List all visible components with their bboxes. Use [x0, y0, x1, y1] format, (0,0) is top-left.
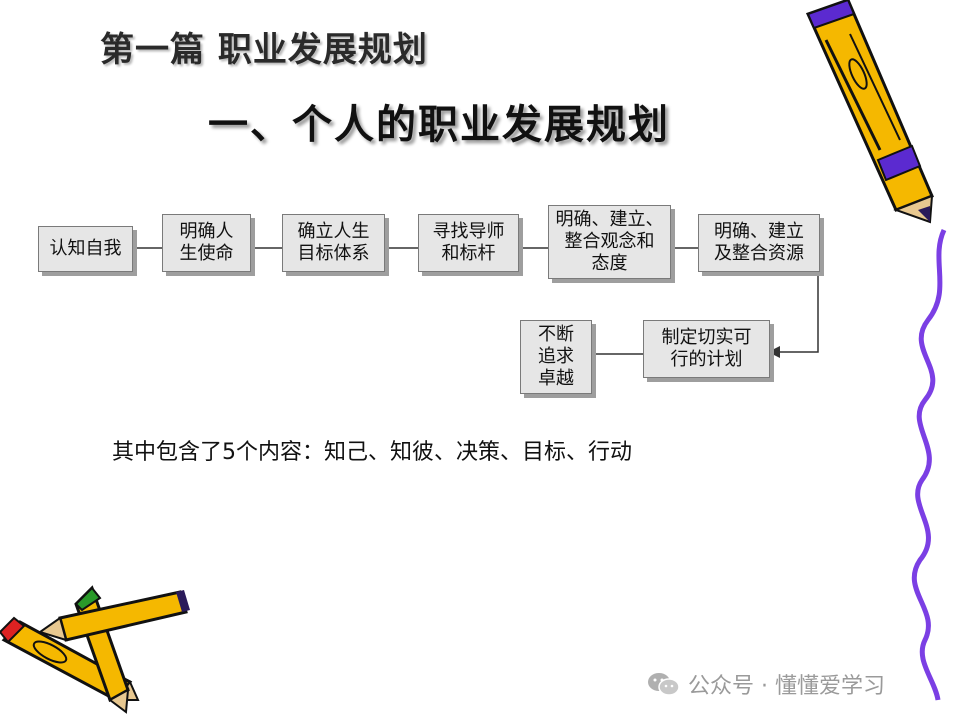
- flow-step: 制定切实可 行的计划: [643, 320, 770, 378]
- summary-text: 其中包含了5个内容：知己、知彼、决策、目标、行动: [112, 440, 632, 465]
- flow-connectors: [131, 247, 819, 355]
- main-title: 一、个人的职业发展规划: [208, 102, 670, 148]
- flow-step: 确立人生 目标体系: [282, 214, 385, 272]
- wechat-icon: [648, 673, 680, 696]
- wavy-line: [911, 228, 947, 701]
- flow-step: 明确人 生使命: [162, 214, 251, 272]
- flow-step: 认知自我: [38, 226, 133, 272]
- flow-step: 明确、建立、 整合观念和 态度: [548, 205, 671, 279]
- section-title: 第一篇 职业发展规划: [100, 30, 428, 70]
- watermark: 公众号 · 懂懂爱学习: [646, 668, 885, 700]
- pencil-icon: [805, 0, 934, 224]
- flow-step: 明确、建立 及整合资源: [698, 214, 820, 272]
- arrow-head: [768, 346, 780, 358]
- flow-step: 寻找导师 和标杆: [418, 214, 519, 272]
- flow-step: 不断 追求 卓越: [520, 320, 592, 394]
- watermark-text: 公众号 · 懂懂爱学习: [688, 674, 885, 699]
- pencil-icon: [37, 590, 190, 642]
